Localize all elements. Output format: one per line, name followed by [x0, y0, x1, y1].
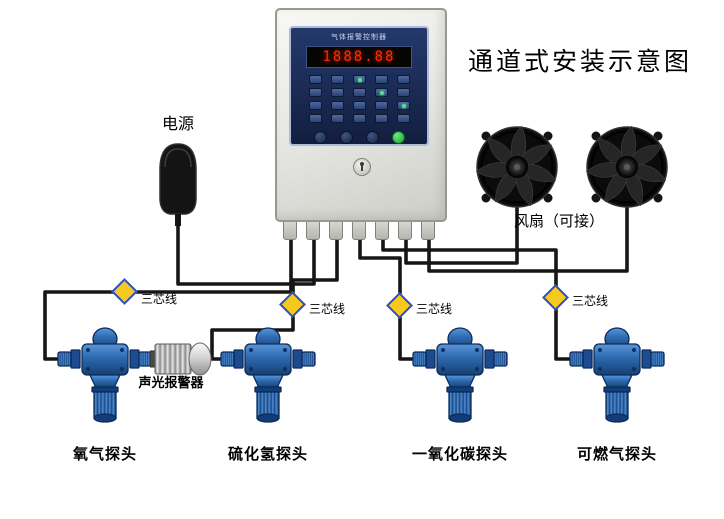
- fan-1: [475, 125, 558, 208]
- panel-button: [352, 114, 366, 123]
- panel-button: [330, 101, 344, 110]
- page-title: 通道式安装示意图: [467, 49, 692, 76]
- detector-label-h2s: 硫化氢探头: [227, 446, 308, 463]
- panel-button: [352, 88, 366, 97]
- led-display: 1888.88: [306, 46, 412, 68]
- detector-label-co: 一氧化碳探头: [411, 446, 508, 463]
- terminal-6: [398, 220, 412, 240]
- panel-button: [330, 75, 344, 84]
- panel-button: [352, 75, 366, 84]
- alarm-label: 声光报警器: [138, 375, 204, 390]
- round-button-row: [291, 131, 427, 144]
- detector-oxygen: [57, 327, 153, 423]
- panel-button: [396, 75, 410, 84]
- terminal-3: [329, 220, 343, 240]
- panel-round-button: [339, 131, 353, 144]
- terminal-4: [352, 220, 366, 240]
- detector-h2s: [220, 327, 316, 423]
- panel-button: [330, 88, 344, 97]
- terminal-7: [421, 220, 435, 240]
- panel-button: [374, 88, 388, 97]
- wire-fan-1: [404, 206, 519, 265]
- controller-panel: 气体报警控制器 1888.88: [289, 26, 429, 146]
- panel-button: [374, 101, 388, 110]
- lock-keyhole-icon: [353, 158, 371, 176]
- controller-panel-title: 气体报警控制器: [331, 34, 387, 41]
- wire-detector-2: [210, 239, 339, 361]
- button-grid: [291, 75, 427, 123]
- panel-button: [330, 114, 344, 123]
- power-label: 电源: [161, 116, 194, 133]
- panel-round-button: [365, 131, 379, 144]
- power-plug: [159, 143, 197, 226]
- panel-power-led: [391, 131, 405, 144]
- panel-button: [308, 75, 322, 84]
- wire-detector-4: [381, 239, 571, 361]
- wire-label-2: 三芯线: [309, 302, 346, 316]
- panel-button: [396, 88, 410, 97]
- panel-button: [396, 101, 410, 110]
- panel-button: [374, 114, 388, 123]
- wire-label-3: 三芯线: [416, 302, 453, 316]
- terminal-5: [375, 220, 389, 240]
- fan-2: [585, 125, 668, 208]
- detector-co: [412, 327, 508, 423]
- panel-button: [396, 114, 410, 123]
- fan-label: 风扇（可接）: [513, 213, 604, 230]
- panel-button: [308, 114, 322, 123]
- panel-button: [308, 88, 322, 97]
- sound-light-alarm: [150, 342, 212, 376]
- wire-detector-3: [358, 239, 414, 361]
- detector-label-oxygen: 氧气探头: [72, 446, 137, 463]
- wire-fan-2: [427, 206, 629, 273]
- terminal-2: [306, 220, 320, 240]
- detector-label-combustible: 可燃气探头: [576, 446, 657, 463]
- detector-combustible: [569, 327, 665, 423]
- panel-round-button: [313, 131, 327, 144]
- wire-power: [176, 224, 316, 286]
- wire-label-4: 三芯线: [572, 294, 609, 308]
- terminal-1: [283, 220, 297, 240]
- wire-detector-1: [43, 239, 293, 361]
- panel-button: [374, 75, 388, 84]
- panel-button: [352, 101, 366, 110]
- gas-alarm-controller: 气体报警控制器 1888.88: [275, 8, 447, 222]
- wire-label-1: 三芯线: [141, 292, 178, 306]
- panel-button: [308, 101, 322, 110]
